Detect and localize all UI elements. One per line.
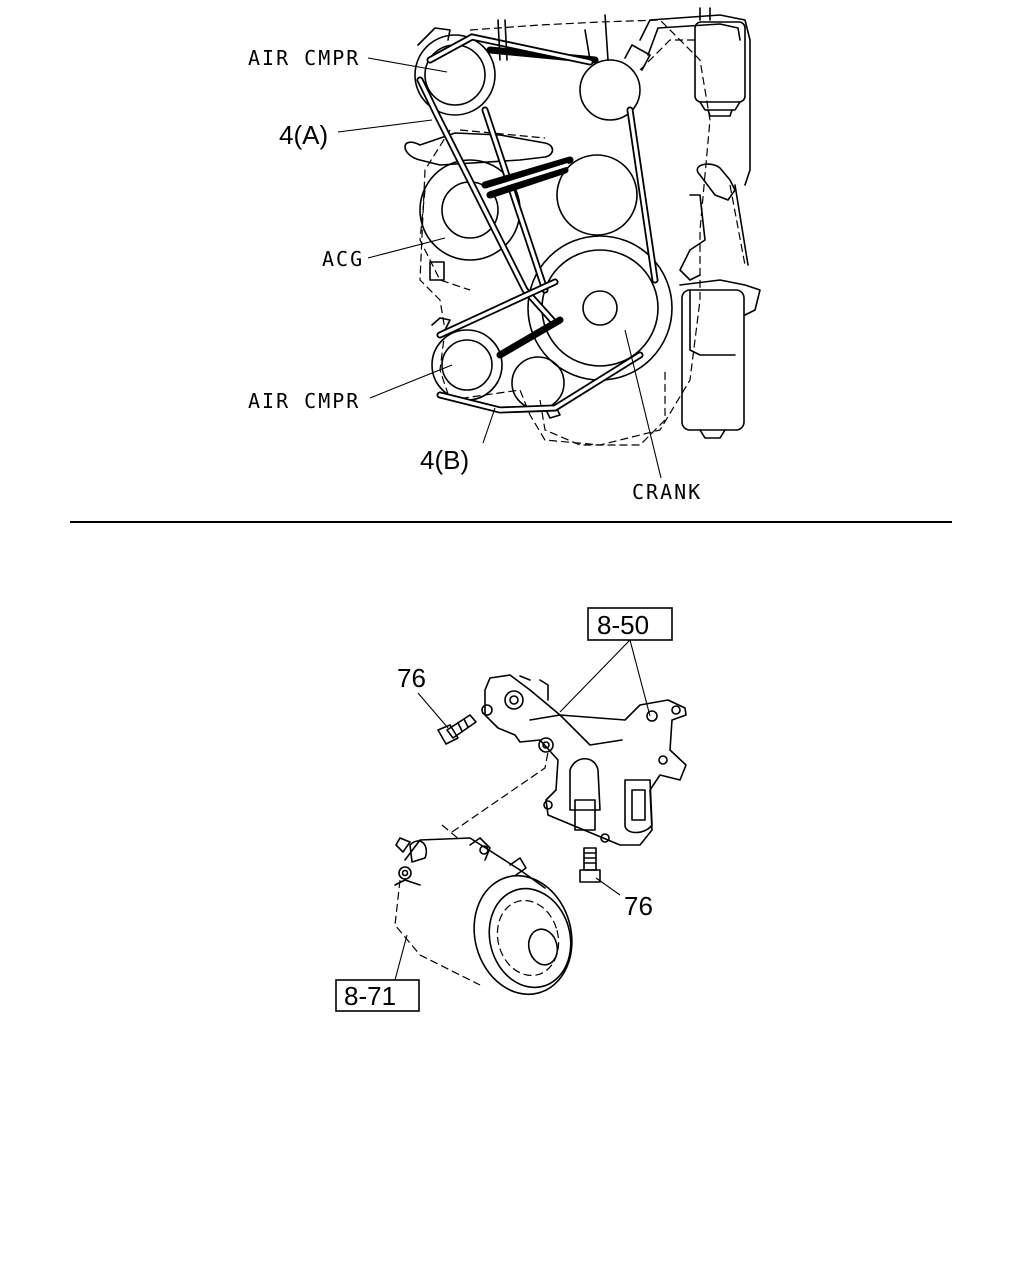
sensor-block: [429, 261, 445, 281]
callout-box-8-50: [587, 607, 673, 641]
acg-adjust-bracket: [404, 132, 554, 166]
ac-compressor: [394, 837, 573, 996]
oil-filter-assembly: [679, 163, 761, 439]
label-acg: ACG: [322, 247, 364, 271]
belt-4b: [436, 278, 644, 414]
label-belt-4b: 4(B): [420, 445, 469, 475]
exploded-view: 8-50 8-71 76 76: [335, 607, 687, 1012]
callout-8-50: 8-50: [597, 610, 649, 640]
label-air-cmpr-top: AIR CMPR: [248, 46, 360, 70]
callout-76-lower: 76: [624, 891, 653, 921]
callout-76-upper: 76: [397, 663, 426, 693]
pulley-idler-top: [579, 44, 651, 121]
belt-acg: [481, 156, 574, 199]
leader-lines-top: [337, 57, 662, 479]
engine-outline: [419, 19, 711, 446]
engine-brackets: [497, 14, 609, 61]
callout-box-8-71: [335, 979, 420, 1012]
bolt-76-upper: [437, 714, 477, 745]
fuel-filter-assembly: [639, 7, 751, 186]
label-crank: CRANK: [632, 480, 702, 504]
belt-routing-diagram: AIR CMPR 4(A) ACG AIR CMPR 4(B) CRANK: [248, 7, 761, 504]
pulley-upper-right: [556, 154, 638, 236]
leader-lines-bottom: [394, 639, 651, 981]
belt-4a: [416, 33, 659, 324]
label-belt-4a: 4(A): [279, 120, 328, 150]
mount-line: [451, 751, 549, 833]
label-air-cmpr-bottom: AIR CMPR: [248, 389, 360, 413]
compressor-bracket: [481, 674, 687, 846]
callout-8-71: 8-71: [344, 981, 396, 1011]
bolt-76-lower: [579, 847, 601, 883]
